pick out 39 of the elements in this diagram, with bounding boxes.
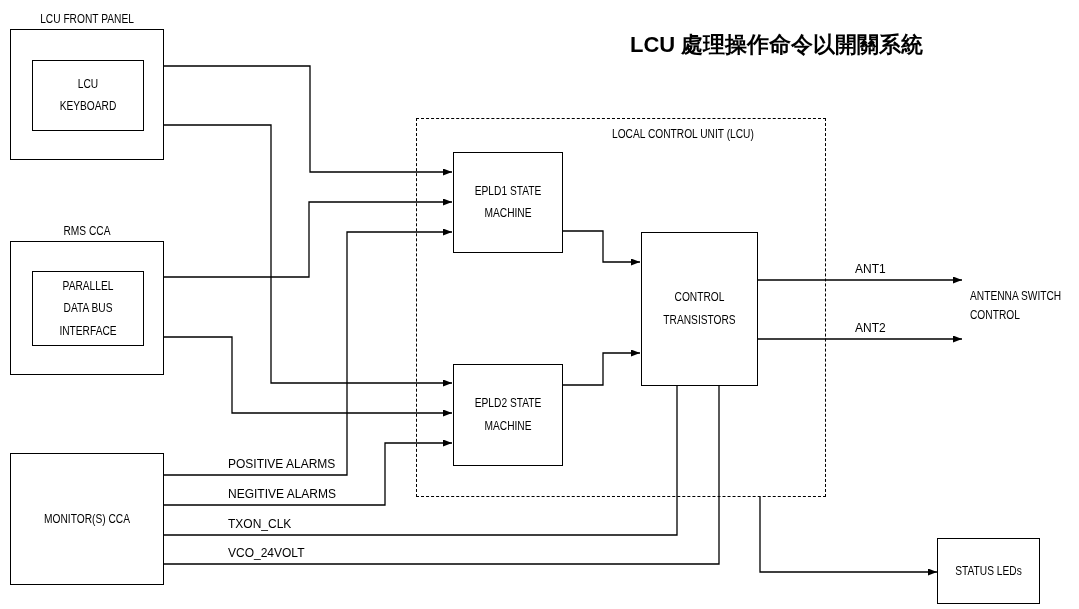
state-machine-box bbox=[453, 364, 563, 466]
dashed-boundary-box bbox=[416, 118, 826, 497]
arrow bbox=[561, 349, 641, 386]
box-heading: RMS CCA bbox=[62, 223, 112, 240]
box-label: MONITOR(S) CCA bbox=[43, 510, 131, 528]
edge-label: POSITIVE ALARMS bbox=[228, 457, 336, 471]
arrow bbox=[163, 65, 453, 176]
keyboard-box bbox=[32, 60, 144, 131]
arrow bbox=[756, 276, 963, 284]
box-label: EPLD2 STATE MACHINE bbox=[473, 395, 543, 435]
arrow bbox=[756, 335, 963, 343]
arrow bbox=[759, 496, 938, 576]
state-machine-box bbox=[453, 152, 563, 253]
edge-label: VCO_24VOLT bbox=[228, 546, 305, 560]
box-label: EPLD1 STATE MACHINE bbox=[473, 182, 543, 223]
arrow bbox=[163, 124, 453, 387]
connector-line bbox=[163, 384, 678, 536]
box-label: STATUS LEDs bbox=[954, 562, 1023, 580]
box-heading: LCU FRONT PANEL bbox=[39, 11, 135, 28]
box-label: LOCAL CONTROL UNIT (LCU) bbox=[612, 126, 754, 143]
transistor-box bbox=[641, 232, 758, 386]
arrow bbox=[163, 336, 453, 417]
box-label: CONTROL TRANSISTORS bbox=[662, 289, 737, 329]
arrow bbox=[163, 198, 453, 278]
interface-box bbox=[32, 271, 144, 346]
box-label: PARALLEL DATA BUS INTERFACE bbox=[58, 277, 118, 340]
edge-label: NEGITIVE ALARMS bbox=[228, 487, 337, 501]
arrow bbox=[561, 230, 641, 266]
diagram-title: LCU 處理操作命令以開關系統 bbox=[630, 31, 924, 59]
box-label: LCU KEYBOARD bbox=[58, 75, 118, 116]
edge-label: ANT1 bbox=[855, 262, 886, 276]
arrow bbox=[163, 439, 453, 506]
led-box bbox=[937, 538, 1040, 604]
monitor-box bbox=[10, 453, 164, 585]
connector-line bbox=[163, 384, 720, 565]
output-label: ANTENNA SWITCH CONTROL bbox=[970, 288, 1063, 325]
edge-label: ANT2 bbox=[855, 321, 886, 335]
arrow bbox=[163, 228, 453, 476]
edge-label: TXON_CLK bbox=[228, 517, 292, 531]
